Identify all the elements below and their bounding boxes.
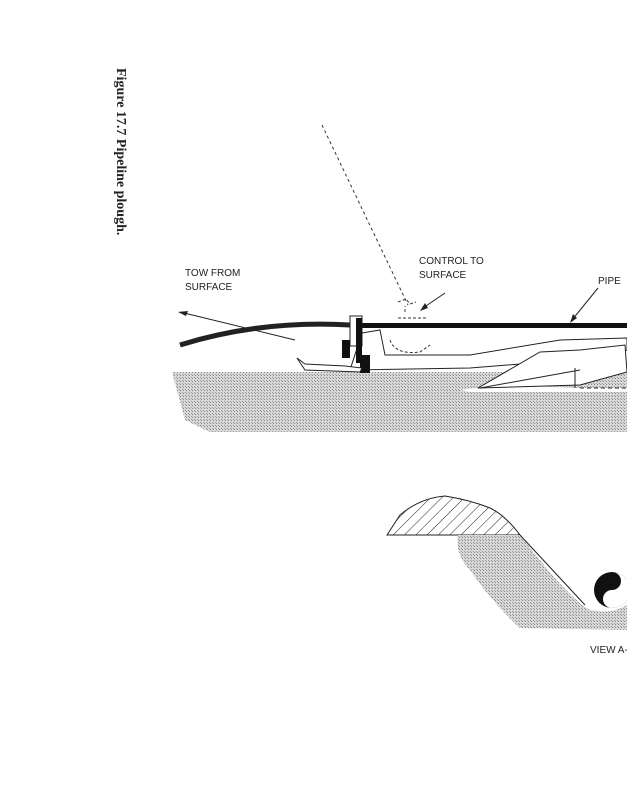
pipe-arrow	[571, 287, 599, 321]
pipe	[355, 323, 627, 328]
spoil-heap	[386, 495, 522, 536]
label-view-a: VIEW A-	[590, 645, 627, 656]
plough-skid	[296, 357, 363, 373]
label-tow-from-surface-2: SURFACE	[185, 282, 233, 293]
plough-share	[477, 344, 627, 389]
trench-seabed	[457, 535, 627, 630]
control-dashed-line	[321, 124, 409, 306]
label-tow-from-surface: TOW FROM	[185, 268, 240, 279]
label-pipe: PIPE	[598, 276, 621, 287]
tow-cable	[179, 321, 351, 348]
tow-arrow	[179, 311, 296, 341]
label-control-to-surface: CONTROL TO	[419, 256, 484, 267]
label-control-to-surface-2: SURFACE	[419, 270, 467, 281]
